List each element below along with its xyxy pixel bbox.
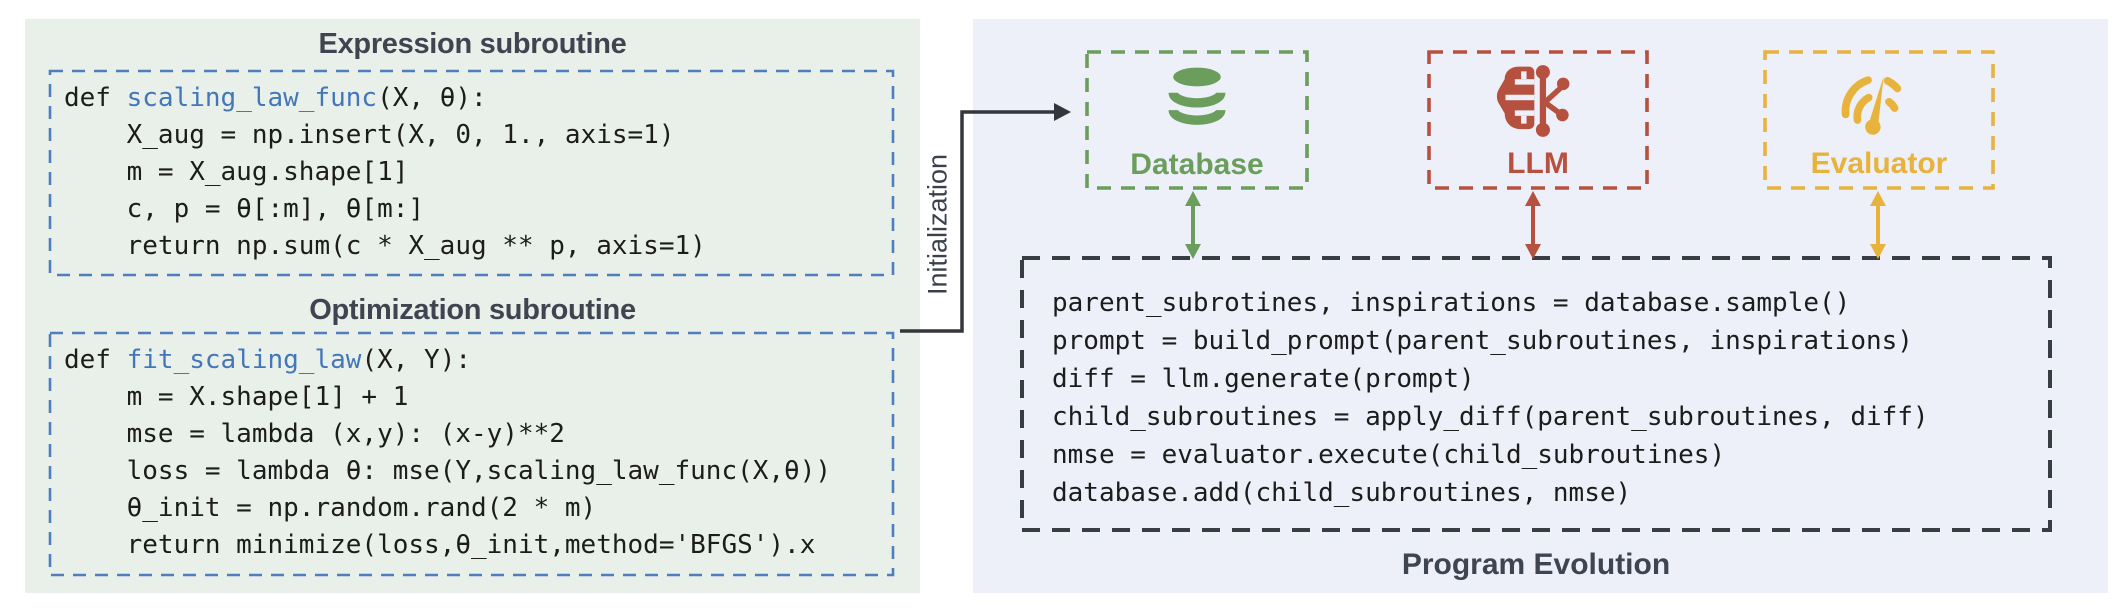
expression-subroutine-title: Expression subroutine (318, 28, 627, 60)
code-line: return np.sum(c * X_aug ** p, axis=1) (64, 231, 706, 261)
database-label: Database (1130, 148, 1264, 181)
optimization-subroutine-code: def fit_scaling_law(X, Y): m = X.shape[1… (64, 342, 831, 564)
code-line: loss = lambda θ: mse(Y,scaling_law_func(… (64, 456, 832, 486)
evaluator-label: Evaluator (1810, 147, 1948, 180)
code-line: diff = llm.generate(prompt) (1052, 364, 1475, 394)
code-line: c, p = θ[:m], θ[m:] (64, 194, 425, 224)
llm-label: LLM (1507, 147, 1569, 180)
code-line: θ_init = np.random.rand(2 * m) (64, 493, 597, 523)
code-line: nmse = evaluator.execute(child_subroutin… (1052, 440, 1726, 470)
expression-subroutine-code: def scaling_law_func(X, θ): X_aug = np.i… (64, 80, 706, 265)
code-line: def scaling_law_func(X, θ): (64, 83, 487, 113)
code-line: return minimize(loss,θ_init,method='BFGS… (64, 530, 816, 560)
program-evolution-label: Program Evolution (1401, 548, 1671, 581)
code-line: m = X.shape[1] + 1 (64, 382, 409, 412)
evaluator-icon (1841, 76, 1902, 135)
initialization-label: Initialization (922, 153, 953, 296)
database-icon (1168, 67, 1226, 125)
code-line: parent_subrotines, inspirations = databa… (1052, 288, 1851, 318)
code-line: def fit_scaling_law(X, Y): (64, 345, 472, 375)
code-line: m = X_aug.shape[1] (64, 157, 409, 187)
code-line: mse = lambda (x,y): (x-y)**2 (64, 419, 565, 449)
code-line: prompt = build_prompt(parent_subroutines… (1052, 326, 1913, 356)
program-evolution-code: parent_subrotines, inspirations = databa… (1052, 284, 1929, 512)
code-line: child_subroutines = apply_diff(parent_su… (1052, 402, 1929, 432)
optimization-subroutine-title: Optimization subroutine (309, 294, 636, 326)
code-line: X_aug = np.insert(X, 0, 1., axis=1) (64, 120, 675, 150)
llm-icon (1496, 65, 1570, 137)
code-line: database.add(child_subroutines, nmse) (1052, 478, 1632, 508)
